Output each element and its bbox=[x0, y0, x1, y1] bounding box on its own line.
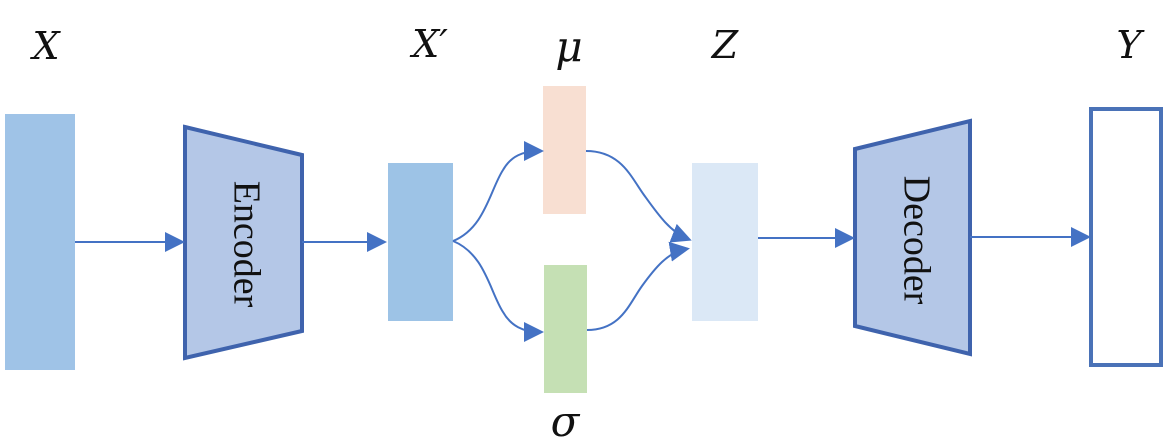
x-prime-to-mu-arrow bbox=[452, 141, 544, 242]
x-label: X bbox=[29, 24, 61, 68]
mu-label: μ bbox=[555, 22, 582, 71]
mu-block bbox=[543, 86, 586, 214]
z-block bbox=[692, 163, 758, 321]
decoder-label: Decoder bbox=[895, 176, 937, 305]
decoder-block bbox=[853, 118, 972, 357]
mu-to-z-arrow bbox=[585, 150, 692, 243]
output-y-block bbox=[1089, 107, 1163, 367]
z-label: Z bbox=[711, 23, 739, 67]
encoder-label: Encoder bbox=[225, 181, 267, 308]
encoder-block bbox=[183, 124, 304, 361]
x-prime-label: X′ bbox=[409, 22, 448, 66]
input-x-block bbox=[5, 114, 75, 370]
sigma-label: σ bbox=[551, 397, 581, 443]
x-prime-to-sigma-arrow bbox=[452, 240, 544, 342]
sigma-to-z-arrow bbox=[586, 241, 690, 331]
y-label: Y bbox=[1116, 23, 1145, 67]
latent-x-prime-block bbox=[388, 163, 453, 321]
sigma-block bbox=[544, 265, 587, 393]
